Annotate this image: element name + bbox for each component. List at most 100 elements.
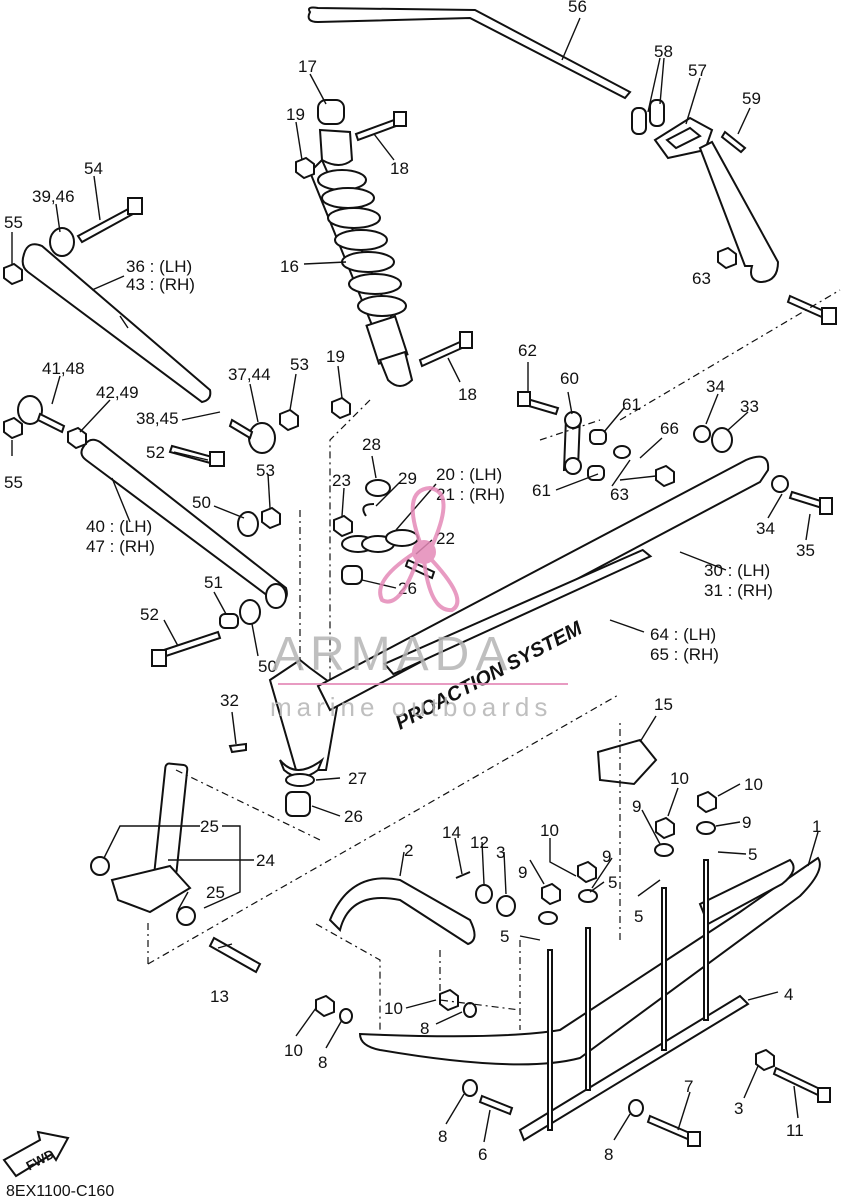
callout: 17 <box>298 57 317 76</box>
callout: 58 <box>654 42 673 61</box>
diagram-code: 8EX1100-C160 <box>6 1183 114 1199</box>
callout: 25 <box>206 883 225 902</box>
callout: 1 <box>812 817 821 836</box>
callout: 5 <box>634 907 643 926</box>
watermark-subtitle: marine outboards <box>270 692 552 722</box>
callout: 55 <box>4 213 23 232</box>
circlip-29 <box>362 503 375 517</box>
nut-63 <box>655 246 737 488</box>
nut-42-49 <box>67 426 87 450</box>
bushing-58 <box>631 99 665 135</box>
callout: 25 <box>200 817 219 836</box>
callout: 8 <box>318 1053 327 1072</box>
callout: 28 <box>362 435 381 454</box>
callout: 5 <box>500 927 509 946</box>
bolt-18-lower <box>418 331 473 368</box>
callout: 27 <box>348 769 367 788</box>
stabilizer-arm <box>698 140 780 284</box>
callout: 61 <box>532 481 551 500</box>
callout: 21 : (RH) <box>436 485 505 504</box>
callout: 18 <box>390 159 409 178</box>
callout: 55 <box>4 473 23 492</box>
callout: 56 <box>568 0 587 16</box>
callout: 3 <box>496 843 505 862</box>
callout: 40 : (LH) <box>86 517 152 536</box>
callout: 19 <box>326 347 345 366</box>
bolt-54 <box>76 197 143 244</box>
callout: 29 <box>398 469 417 488</box>
bump-stop-15 <box>596 738 658 786</box>
callout: 62 <box>518 341 537 360</box>
callout: 53 <box>290 355 309 374</box>
bolt-7 <box>646 1114 701 1147</box>
callout: 9 <box>518 863 527 882</box>
plate-57 <box>653 116 714 160</box>
callout: 8 <box>604 1145 613 1164</box>
handle-2 <box>328 877 476 946</box>
callout: 16 <box>280 257 299 276</box>
rod-36-43 <box>21 243 212 404</box>
callout: 57 <box>688 61 707 80</box>
bolt-18-upper <box>354 111 407 142</box>
callout: 52 <box>146 443 165 462</box>
nut-55 <box>3 262 23 440</box>
callout: 61 <box>622 395 641 414</box>
callout: 20 : (LH) <box>436 465 502 484</box>
assembly-lines <box>147 289 841 1030</box>
link-60 <box>517 391 582 475</box>
callout: 54 <box>84 159 103 178</box>
callout: 50 <box>258 657 277 676</box>
callout: 10 <box>384 999 403 1018</box>
callout: 12 <box>470 833 489 852</box>
callout: 63 <box>610 485 629 504</box>
callout: 47 : (RH) <box>86 537 155 556</box>
callout: 35 <box>796 541 815 560</box>
callout: 31 : (RH) <box>704 581 773 600</box>
callout: 10 <box>284 1041 303 1060</box>
nut-19 <box>295 156 351 420</box>
callout: 66 <box>660 419 679 438</box>
callout: 11 <box>786 1121 804 1140</box>
bolt-32 <box>228 742 247 754</box>
callout: 50 <box>192 493 211 512</box>
callout: 37,44 <box>228 365 271 384</box>
callout: 5 <box>748 845 757 864</box>
callout: 41,48 <box>42 359 85 378</box>
callout: 38,45 <box>136 409 179 428</box>
collar-50 <box>237 511 287 625</box>
bushing-39-46 <box>49 227 75 257</box>
callout: 2 <box>404 841 413 860</box>
bolt-62 <box>786 294 837 325</box>
callout: 5 <box>608 873 617 892</box>
callout: 42,49 <box>96 383 139 402</box>
callout: 10 <box>744 775 763 794</box>
stabilizer-bar <box>307 6 632 100</box>
callout: 23 <box>332 471 351 490</box>
callout: 8 <box>420 1019 429 1038</box>
callout: 9 <box>632 797 641 816</box>
rod-end-37-44 <box>228 418 276 454</box>
callout: 15 <box>654 695 673 714</box>
callout: 7 <box>684 1077 693 1096</box>
propeller-logo <box>378 485 460 613</box>
callout-labels: 56 58 57 59 17 19 18 54 39,46 55 36 : (L… <box>4 0 821 1164</box>
washers-ski <box>339 821 716 1117</box>
bolts-ski <box>547 859 709 1131</box>
leader-lines <box>11 17 819 1143</box>
callout: 39,46 <box>32 187 75 206</box>
callout: 22 <box>436 529 455 548</box>
spindle-24 <box>90 762 196 926</box>
callout: 10 <box>540 821 559 840</box>
bushing-61 <box>587 429 607 481</box>
callout: 6 <box>478 1145 487 1164</box>
bolt-6 <box>478 1094 514 1116</box>
callout: 24 <box>256 851 275 870</box>
callout: 51 <box>204 573 223 592</box>
callout: 26 <box>344 807 363 826</box>
fwd-arrow: FWD <box>2 1130 70 1178</box>
nut-23 <box>333 514 353 538</box>
shock-absorber <box>308 99 414 387</box>
cap-28 <box>365 479 391 497</box>
